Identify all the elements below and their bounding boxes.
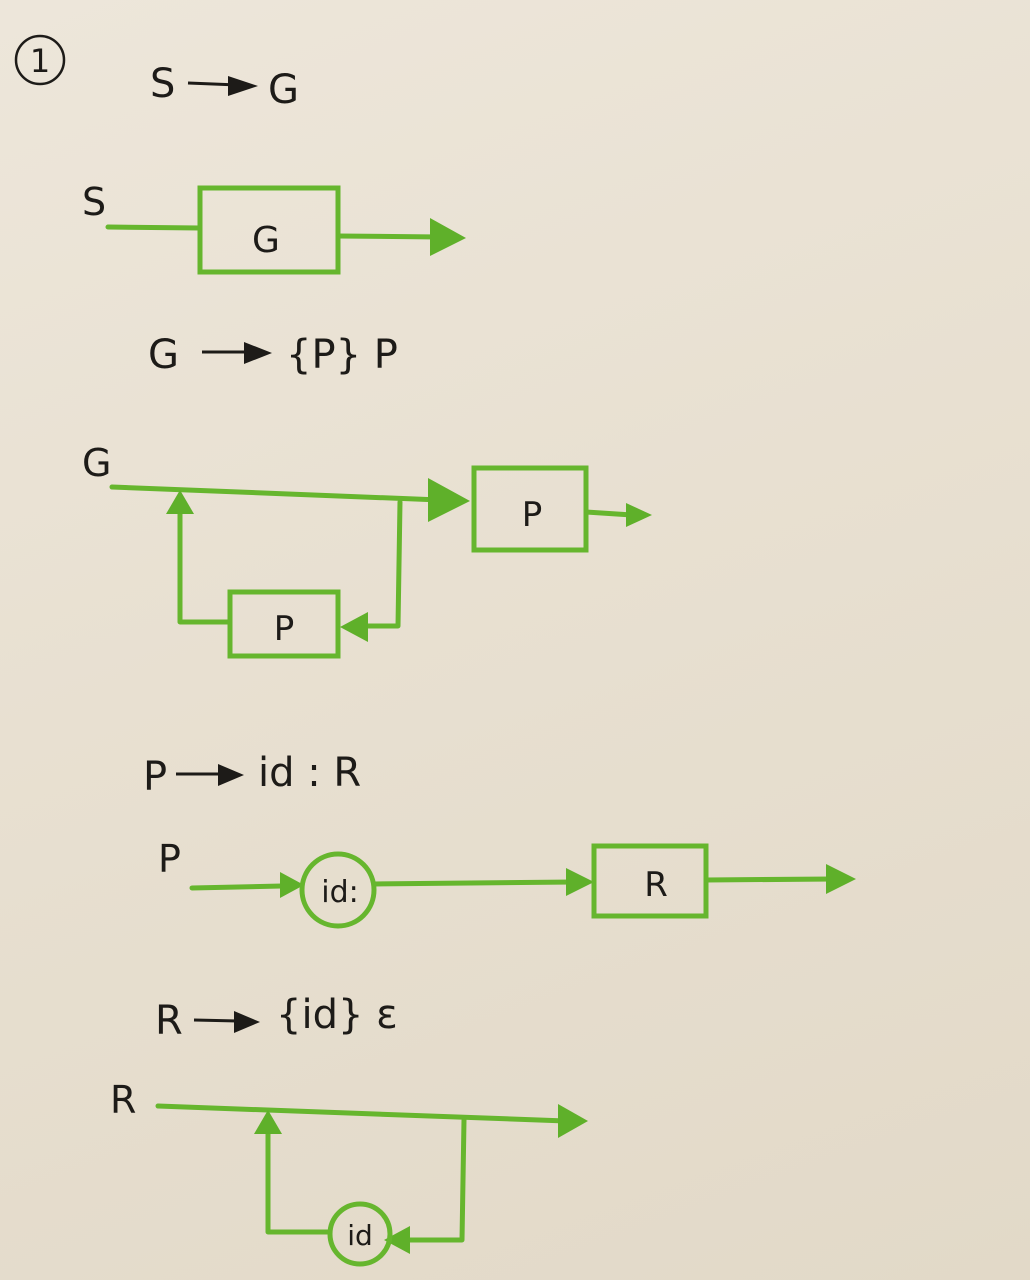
diagram-p-mid-line <box>371 879 577 887</box>
diagram-p: P id: R <box>158 837 856 929</box>
arrowhead-icon <box>384 1226 410 1254</box>
rule-g-lhs: G <box>148 332 179 378</box>
arrowhead-icon <box>626 503 652 527</box>
problem-number-circle <box>14 34 66 86</box>
arrowhead-icon <box>566 868 594 896</box>
arrowhead-icon <box>430 218 466 256</box>
diagram-r-loop-return-line <box>405 1117 467 1243</box>
rule-s-rhs: G <box>268 67 299 113</box>
diagram-r: R id <box>110 1078 588 1267</box>
diagram-g-main-box-label: P <box>522 495 543 535</box>
diagram-s: S G <box>82 180 466 275</box>
production-arrow-icon <box>202 342 272 364</box>
diagram-s-entry-line <box>105 224 203 231</box>
diagram-g: G P P <box>82 441 652 659</box>
arrowhead-icon <box>254 1110 282 1134</box>
diagram-g-main-box <box>471 465 589 553</box>
rule-r: R {id} ε <box>155 992 398 1044</box>
diagram-p-terminal-circle <box>299 851 377 929</box>
diagram-p-entry-line <box>189 883 285 891</box>
rule-s-lhs: S <box>150 61 175 107</box>
arrowhead-icon <box>428 478 470 522</box>
arrowhead-icon <box>558 1104 588 1138</box>
diagram-p-box-label: R <box>644 865 668 905</box>
rule-p: P id : R <box>143 750 361 800</box>
arrowhead-icon <box>166 490 194 514</box>
diagram-s-exit-line <box>335 233 443 240</box>
diagram-r-loop-up-line <box>265 1129 333 1235</box>
diagram-p-terminal-label: id: <box>321 875 359 910</box>
arrowhead-icon <box>280 872 304 898</box>
diagram-g-loop-return-line <box>359 499 403 629</box>
production-arrow-icon <box>193 1011 260 1033</box>
rule-p-lhs: P <box>143 754 167 800</box>
rule-p-rhs: id : R <box>258 750 361 796</box>
production-arrow-icon <box>187 76 258 96</box>
diagram-r-main-line <box>155 1103 569 1124</box>
diagram-r-label: R <box>110 1078 136 1122</box>
rule-s: S G <box>150 61 299 113</box>
diagram-g-main-line <box>109 484 443 503</box>
diagram-r-terminal-label: id <box>347 1219 373 1252</box>
problem-number-badge: 1 <box>14 34 66 86</box>
diagram-p-exit-line <box>703 876 837 883</box>
diagram-s-box-label: G <box>252 220 280 261</box>
arrowhead-icon <box>826 864 856 894</box>
diagram-g-exit-line <box>583 509 635 518</box>
production-arrow-icon <box>176 764 244 786</box>
rule-g: G {P} P <box>148 332 398 378</box>
problem-number: 1 <box>30 42 50 80</box>
diagram-g-loop-box-label: P <box>274 609 295 649</box>
diagram-s-label: S <box>82 180 106 224</box>
arrowhead-icon <box>340 612 368 642</box>
diagram-g-loop-up-line <box>177 511 233 625</box>
diagram-p-label: P <box>158 837 181 881</box>
diagram-g-label: G <box>82 441 111 485</box>
rule-r-lhs: R <box>155 998 183 1044</box>
rule-r-rhs: {id} ε <box>276 992 398 1038</box>
rule-g-rhs: {P} P <box>286 332 398 378</box>
diagram-s-nonterminal-box <box>197 185 341 275</box>
